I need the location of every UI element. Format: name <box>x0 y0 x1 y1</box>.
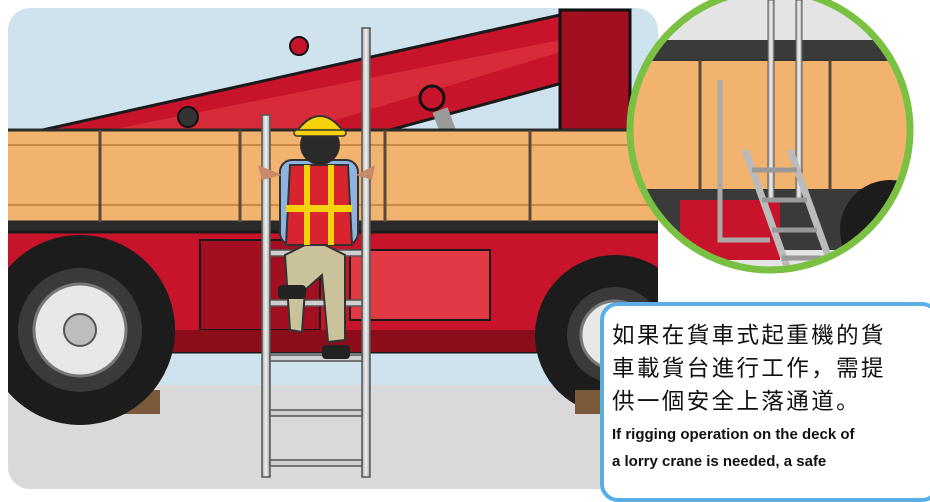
caption-box: 如果在貨車式起重機的貨 車載貨台進行工作，需提 供一個安全上落通道。 If ri… <box>600 302 930 502</box>
caption-zh-line-2: 車載貨台進行工作，需提 <box>612 356 886 382</box>
lorry-crane-illustration <box>8 0 914 489</box>
caption-zh-line-1: 如果在貨車式起重機的貨 <box>612 323 886 349</box>
worker <box>258 115 375 359</box>
main-scene <box>8 8 658 489</box>
caption-en-line-2: a lorry crane is needed, a safe <box>612 453 827 470</box>
rear-wheel <box>8 235 175 425</box>
caption-zh-line-3: 供一個安全上落通道。 <box>612 389 862 415</box>
callout-detail <box>626 0 914 274</box>
caption-en-line-1: If rigging operation on the deck of <box>612 426 855 443</box>
